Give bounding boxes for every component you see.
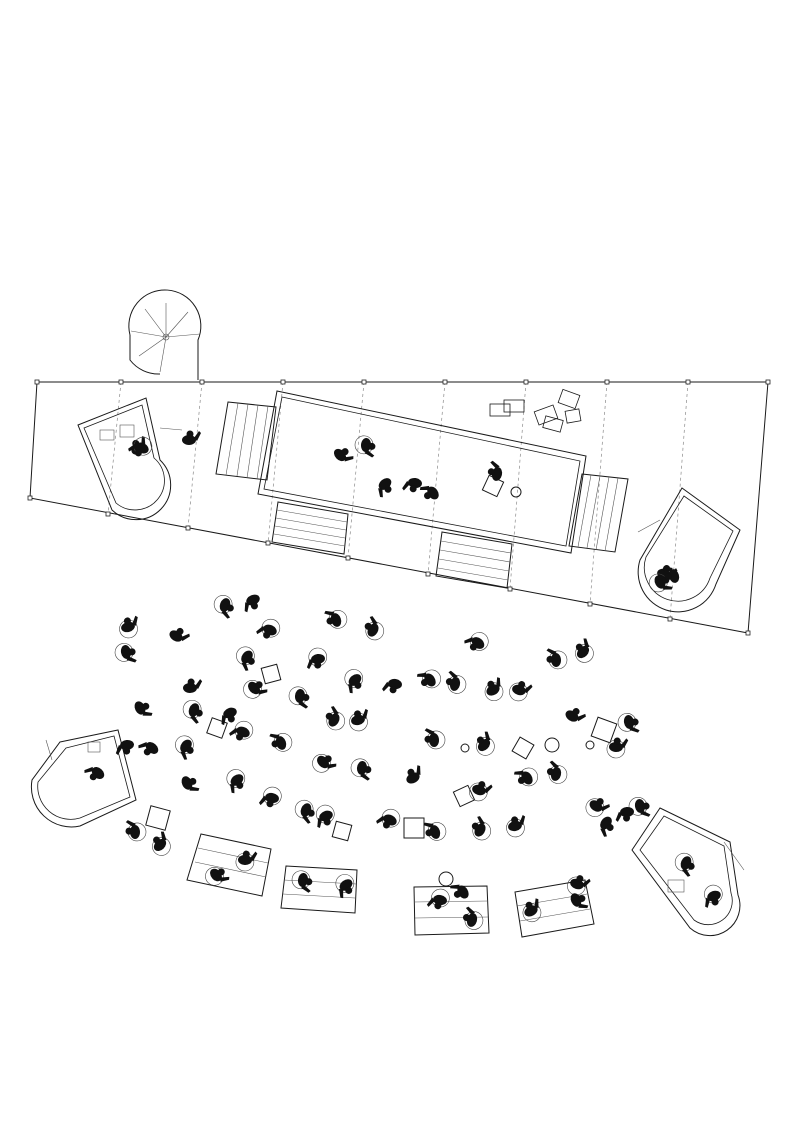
person-figure [471,816,492,841]
person-figure [243,680,268,699]
person-figure [606,737,629,759]
person-figure [236,646,255,671]
person-figure [335,874,355,899]
person-figure [294,799,315,824]
person-figure [306,647,328,670]
person-figure [333,448,354,462]
person-figure [152,831,171,856]
person-figure [600,816,614,837]
person-figure [469,781,493,802]
person-figure [445,670,467,694]
person-figure [114,643,137,663]
person-figure [522,898,542,923]
central-stage [215,390,629,589]
person-figure [546,760,568,784]
kiosk-upper-right [637,487,741,613]
person-figure [235,850,258,872]
person-figure [181,776,200,791]
person-figure [183,678,203,694]
kiosk-lower-right [631,807,745,937]
person-figure [509,681,533,702]
person-figure [175,735,194,760]
person-figure [229,720,254,741]
person-figure [226,769,246,794]
person-figure [256,618,281,639]
person-figure [128,436,153,457]
person-figure [182,699,203,724]
person-figure [182,430,201,445]
deck-chairs [489,388,582,433]
person-figure [575,638,594,663]
person-figure [213,595,234,619]
small-tables [145,474,618,887]
people-figures [84,430,723,930]
person-figure [462,906,484,930]
person-figure [704,884,723,908]
person-figure [570,893,589,909]
person-figure [424,728,446,750]
person-figure [244,594,260,613]
bench-1 [186,833,272,897]
person-figure [354,435,376,458]
person-figure [125,820,147,842]
person-figure [615,806,634,822]
person-figure [406,765,421,784]
person-figure [288,686,310,709]
person-figure [115,739,134,755]
stage-steps-front-1 [271,501,349,555]
person-figure [84,766,105,781]
person-figure [205,866,230,886]
person-figure [138,741,159,756]
person-figure [364,616,385,641]
person-figure [487,460,503,481]
person-figure [416,669,441,689]
person-figure [617,713,640,733]
person-figure [565,708,586,722]
spiral-staircase [128,289,202,380]
stage-steps-front-2 [435,531,513,589]
person-figure [567,875,591,896]
person-figure [169,627,190,642]
person-figure [674,852,695,877]
person-figure [315,804,335,828]
person-figure [476,731,495,756]
person-figure [291,870,313,893]
deck-outline [27,379,771,636]
person-figure [350,758,372,781]
person-figure [119,615,138,639]
person-figure [376,808,401,829]
person-figure [423,822,447,841]
person-figure [464,632,489,651]
person-figure [325,706,346,731]
person-figure [344,669,364,694]
person-figure [426,888,450,910]
person-figure [450,884,469,899]
person-figure [349,708,368,732]
person-figure [585,798,610,817]
person-figure [662,566,680,583]
stage-steps-left [215,401,277,481]
person-figure [419,485,439,500]
person-figure [546,648,568,670]
person-figure [628,797,651,817]
kiosk-lower-left [30,729,137,828]
person-figure [221,707,237,726]
person-figure [378,478,392,498]
stage-steps-right [568,473,629,553]
person-figure [514,767,538,787]
person-figure [382,678,402,694]
person-figure [269,733,293,752]
person-figure [312,754,337,773]
person-figure [484,677,504,702]
person-figure [324,610,348,629]
person-figure [134,701,153,716]
bench-3 [413,885,490,936]
person-figure [258,786,282,808]
person-figure [402,477,422,493]
person-figure [506,814,526,838]
kiosk-upper-left [77,397,183,521]
